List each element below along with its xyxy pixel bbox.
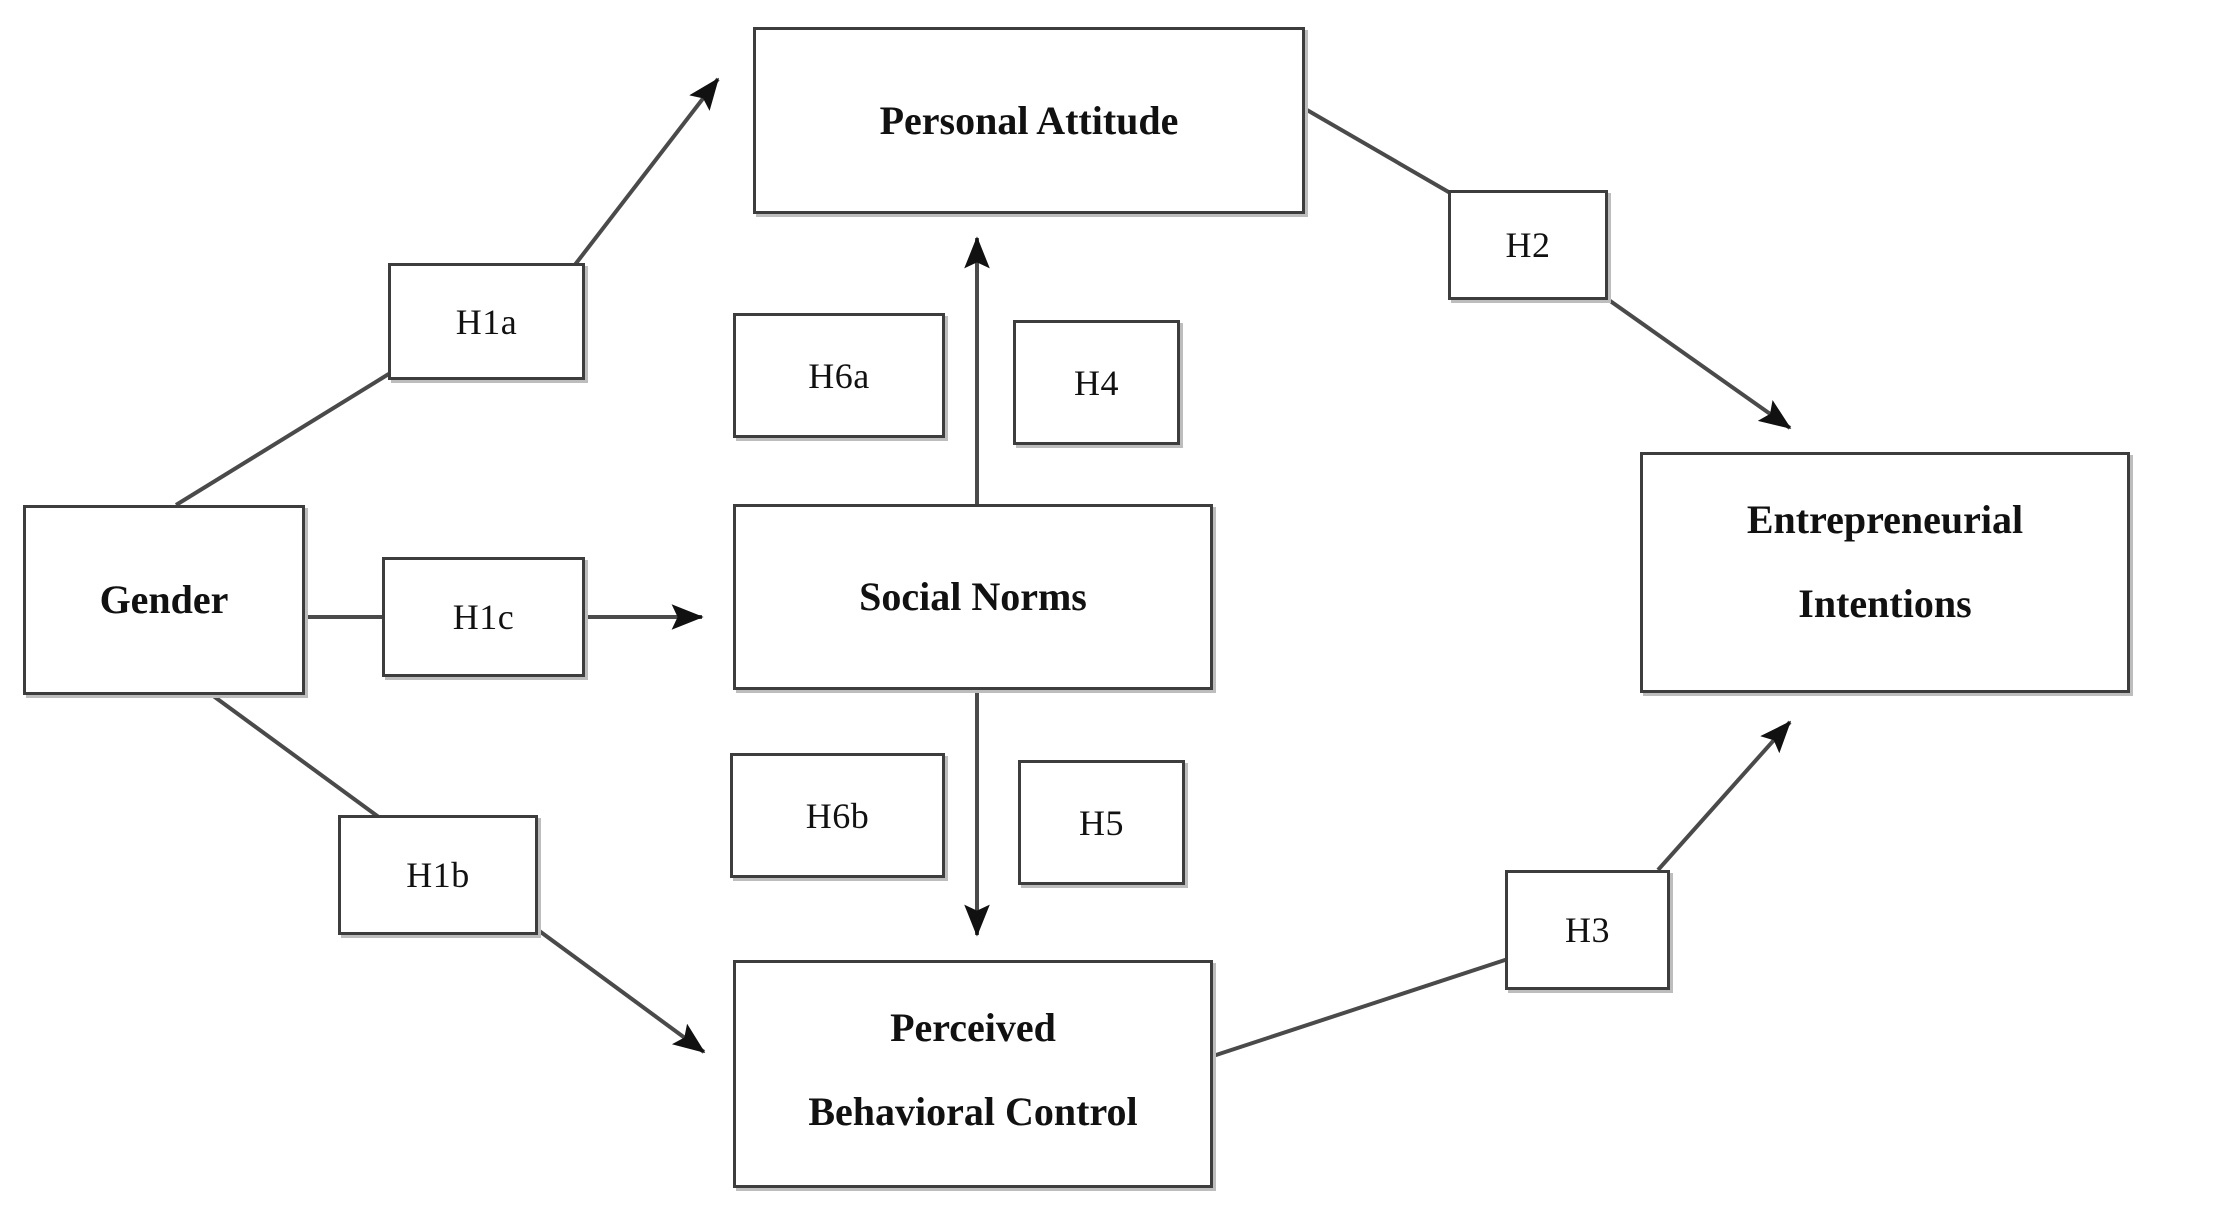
construct-social-norms[interactable]: Social Norms — [733, 504, 1213, 690]
construct-social-norms-label: Social Norms — [859, 574, 1087, 619]
hypothesis-h1b[interactable]: H1b — [338, 815, 538, 935]
hypothesis-h4-label: H4 — [1074, 362, 1119, 403]
construct-perceived-behavioral-control-label-line1: Perceived — [890, 1005, 1056, 1050]
construct-gender-label: Gender — [99, 577, 229, 622]
edge-h1a-to-personal-attitude — [572, 77, 720, 268]
construct-perceived-behavioral-control[interactable]: Perceived Behavioral Control — [733, 960, 1213, 1188]
hypothesis-h6b-label: H6b — [805, 795, 870, 836]
construct-gender[interactable]: Gender — [23, 505, 305, 695]
construct-entrepreneurial-intentions[interactable]: Entrepreneurial Intentions — [1640, 452, 2130, 693]
hypothesis-h1a[interactable]: H1a — [388, 263, 585, 380]
construct-entrepreneurial-intentions-label-line1: Entrepreneurial — [1746, 497, 2024, 542]
hypothesis-h1c[interactable]: H1c — [382, 557, 585, 677]
edge-h3-to-entrepreneurial-intentions — [1656, 720, 1792, 872]
construct-personal-attitude-label: Personal Attitude — [879, 97, 1179, 143]
hypothesis-h1c-label: H1c — [452, 597, 515, 637]
edge-gender-to-h1b — [210, 693, 382, 820]
hypothesis-h1b-label: H1b — [406, 855, 470, 895]
hypothesis-h5[interactable]: H5 — [1018, 760, 1185, 885]
construct-perceived-behavioral-control-label-line2: Behavioral Control — [808, 1089, 1138, 1134]
hypothesis-h6a-label: H6a — [808, 355, 870, 396]
edge-h2-to-entrepreneurial-intentions — [1604, 296, 1792, 430]
hypothesis-h5-label: H5 — [1079, 802, 1124, 843]
hypothesis-h3-label: H3 — [1565, 910, 1610, 950]
construct-personal-attitude[interactable]: Personal Attitude — [753, 27, 1305, 214]
edge-personal-attitude-to-h2 — [1305, 108, 1454, 196]
construct-entrepreneurial-intentions-label-line2: Intentions — [1798, 581, 1972, 626]
hypothesis-h2[interactable]: H2 — [1448, 190, 1608, 300]
hypothesis-h2-label: H2 — [1505, 225, 1551, 265]
hypothesis-h4[interactable]: H4 — [1013, 320, 1180, 445]
hypothesis-h3[interactable]: H3 — [1505, 870, 1670, 990]
edge-gender-to-h1a — [174, 370, 394, 507]
hypothesis-h6b[interactable]: H6b — [730, 753, 945, 878]
hypothesis-h1a-label: H1a — [455, 301, 518, 342]
edge-perceived-behavioral-control-to-h3 — [1212, 957, 1509, 1058]
hypothesis-h6a[interactable]: H6a — [733, 313, 945, 438]
edge-h1b-to-perceived-behavioral-control — [536, 928, 706, 1054]
